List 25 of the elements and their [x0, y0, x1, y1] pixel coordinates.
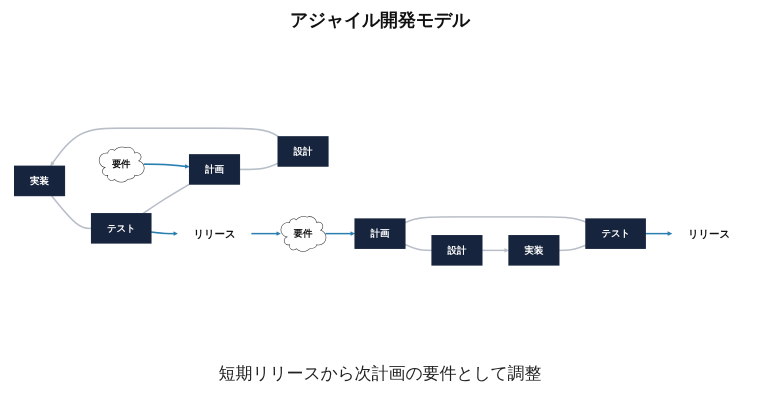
node-box: 実装 [508, 235, 560, 266]
arrow [50, 128, 279, 166]
connector [142, 184, 190, 214]
connector [51, 196, 92, 230]
node-box: 計画 [354, 218, 406, 250]
connector [404, 244, 432, 252]
arrow [251, 232, 281, 236]
connector [559, 244, 586, 252]
arrow [326, 232, 355, 236]
node-box: 設計 [278, 136, 329, 167]
connector [240, 162, 278, 170]
diagram-caption: 短期リリースから次計画の要件として調整 [218, 363, 542, 385]
node-box: テスト [585, 218, 646, 250]
arrow [646, 232, 672, 236]
node-text: リリース [193, 228, 236, 240]
connector [404, 216, 586, 224]
node-box: テスト [90, 213, 152, 244]
node-text: リリース [688, 228, 730, 240]
arrow [482, 248, 509, 253]
arrow [144, 164, 190, 169]
node-box: 実装 [14, 166, 66, 196]
node-box: 計画 [188, 154, 240, 185]
diagram-title: アジャイル開発モデル [290, 9, 470, 32]
node-box: 設計 [431, 235, 482, 266]
arrow [151, 231, 178, 236]
